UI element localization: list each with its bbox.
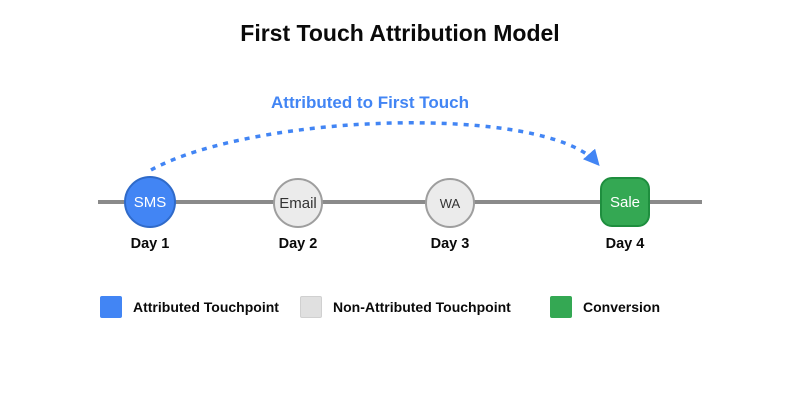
day-label-2: Day 2 — [278, 236, 318, 252]
node-wa-label: WA — [439, 195, 461, 211]
attribution-arrow-label: Attributed to First Touch — [271, 93, 469, 112]
legend-swatch-conversion — [550, 296, 572, 318]
legend-label-attributed: Attributed Touchpoint — [133, 299, 279, 315]
page-title: First Touch Attribution Model — [240, 20, 560, 46]
node-sale-label: Sale — [609, 193, 641, 211]
day-label-1: Day 1 — [130, 236, 170, 252]
day-label-3: Day 3 — [430, 236, 470, 252]
node-email-label: Email — [279, 194, 317, 212]
timeline-node-sale: Sale — [600, 177, 650, 227]
node-sms-label: SMS — [133, 193, 167, 211]
timeline-node-sms: SMS — [124, 176, 176, 228]
legend-item-conversion: Conversion — [550, 296, 660, 318]
day-label-4: Day 4 — [605, 236, 645, 252]
legend-label-conversion: Conversion — [583, 299, 661, 315]
legend-item-non-attributed: Non-Attributed Touchpoint — [300, 296, 511, 318]
legend-item-attributed: Attributed Touchpoint — [100, 296, 279, 318]
timeline-node-wa: WA — [425, 178, 475, 228]
timeline-node-email: Email — [273, 178, 323, 228]
legend-swatch-attributed — [100, 296, 122, 318]
attribution-arrow — [150, 121, 600, 172]
legend-label-non-attributed: Non-Attributed Touchpoint — [333, 299, 511, 315]
legend-swatch-non-attributed — [300, 296, 322, 318]
